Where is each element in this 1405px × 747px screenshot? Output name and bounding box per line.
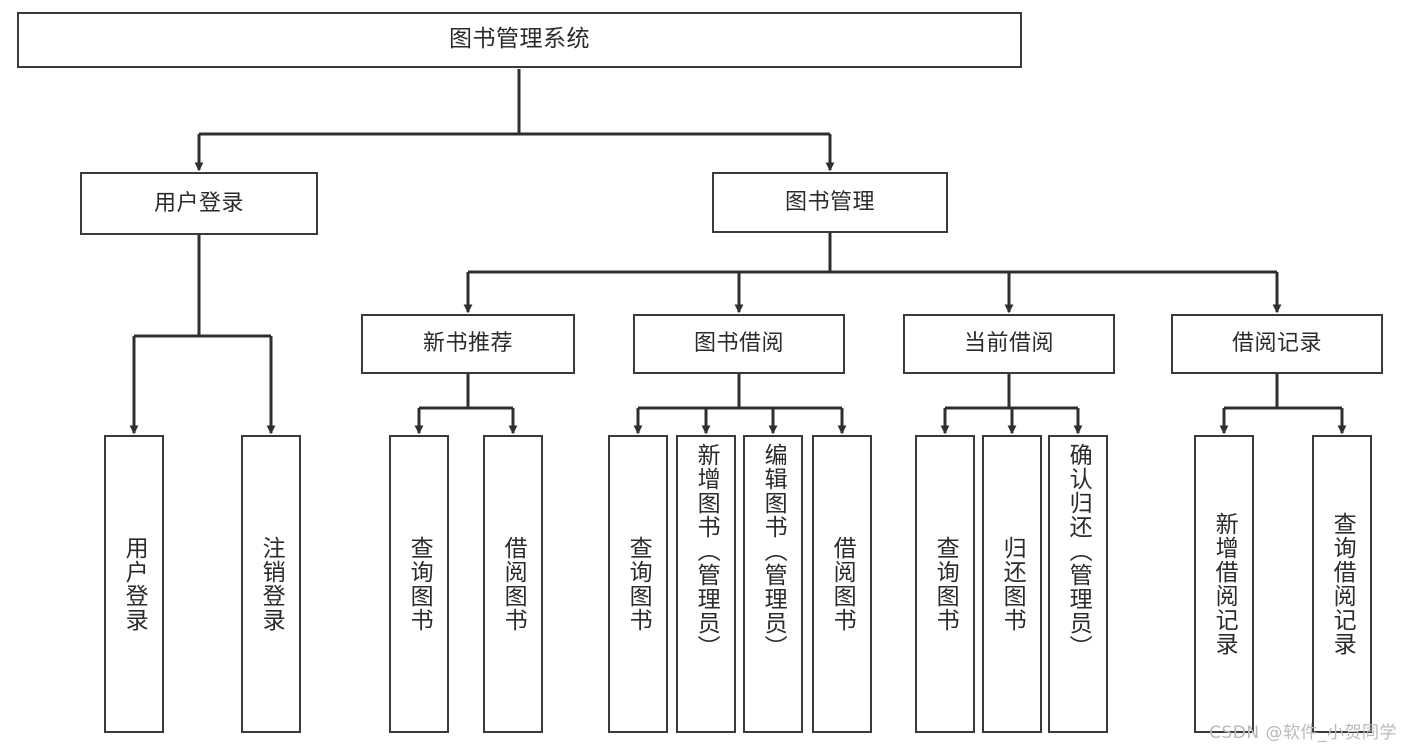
node-leaf-logout-login[interactable]: 注销登录	[241, 435, 301, 733]
node-user-login[interactable]: 用户登录	[80, 172, 318, 235]
node-label: 新书推荐	[422, 331, 513, 357]
node-leaf-confirm-return[interactable]: 确认归还（管理员）	[1048, 435, 1108, 733]
node-label: 查询图书	[406, 536, 433, 632]
node-leaf-add-book[interactable]: 新增图书（管理员）	[676, 435, 736, 733]
node-label: 查询图书	[932, 536, 959, 632]
node-leaf-edit-book[interactable]: 编辑图书（管理员）	[743, 435, 803, 733]
node-leaf-borrow-book-2[interactable]: 借阅图书	[812, 435, 872, 733]
node-label: 注销登录	[258, 536, 285, 632]
node-leaf-query-book-2[interactable]: 查询图书	[608, 435, 668, 733]
node-leaf-query-book-3[interactable]: 查询图书	[915, 435, 975, 733]
node-label: 归还图书	[999, 536, 1026, 632]
node-label: 新增图书（管理员）	[693, 443, 720, 659]
node-label: 确认归还（管理员）	[1065, 443, 1092, 659]
node-label: 新增借阅记录	[1211, 512, 1238, 656]
node-borrow-record[interactable]: 借阅记录	[1171, 314, 1383, 374]
node-label: 查询图书	[625, 536, 652, 632]
node-book-borrow[interactable]: 图书借阅	[633, 314, 845, 374]
node-leaf-query-record[interactable]: 查询借阅记录	[1312, 435, 1372, 733]
node-label: 图书管理系统	[449, 26, 590, 53]
node-label: 当前借阅	[963, 331, 1054, 357]
node-book-manage[interactable]: 图书管理	[712, 172, 948, 233]
node-label: 编辑图书（管理员）	[760, 443, 787, 659]
node-label: 借阅记录	[1231, 331, 1322, 357]
node-leaf-add-record[interactable]: 新增借阅记录	[1194, 435, 1254, 733]
node-label: 查询借阅记录	[1329, 512, 1356, 656]
node-label: 用户登录	[121, 536, 148, 632]
node-leaf-return-book[interactable]: 归还图书	[982, 435, 1042, 733]
csdn-watermark: CSDN @软件_小贺同学	[1209, 723, 1397, 743]
node-leaf-query-book-1[interactable]: 查询图书	[389, 435, 449, 733]
node-label: 借阅图书	[500, 536, 527, 632]
node-leaf-borrow-book-1[interactable]: 借阅图书	[483, 435, 543, 733]
node-label: 用户登录	[153, 190, 244, 216]
node-leaf-user-login[interactable]: 用户登录	[104, 435, 164, 733]
node-label: 图书借阅	[693, 331, 784, 357]
node-root-system[interactable]: 图书管理系统	[17, 12, 1022, 68]
node-label: 图书管理	[784, 189, 875, 215]
node-new-book-recommend[interactable]: 新书推荐	[361, 314, 575, 374]
node-label: 借阅图书	[829, 536, 856, 632]
node-current-borrow[interactable]: 当前借阅	[903, 314, 1115, 374]
